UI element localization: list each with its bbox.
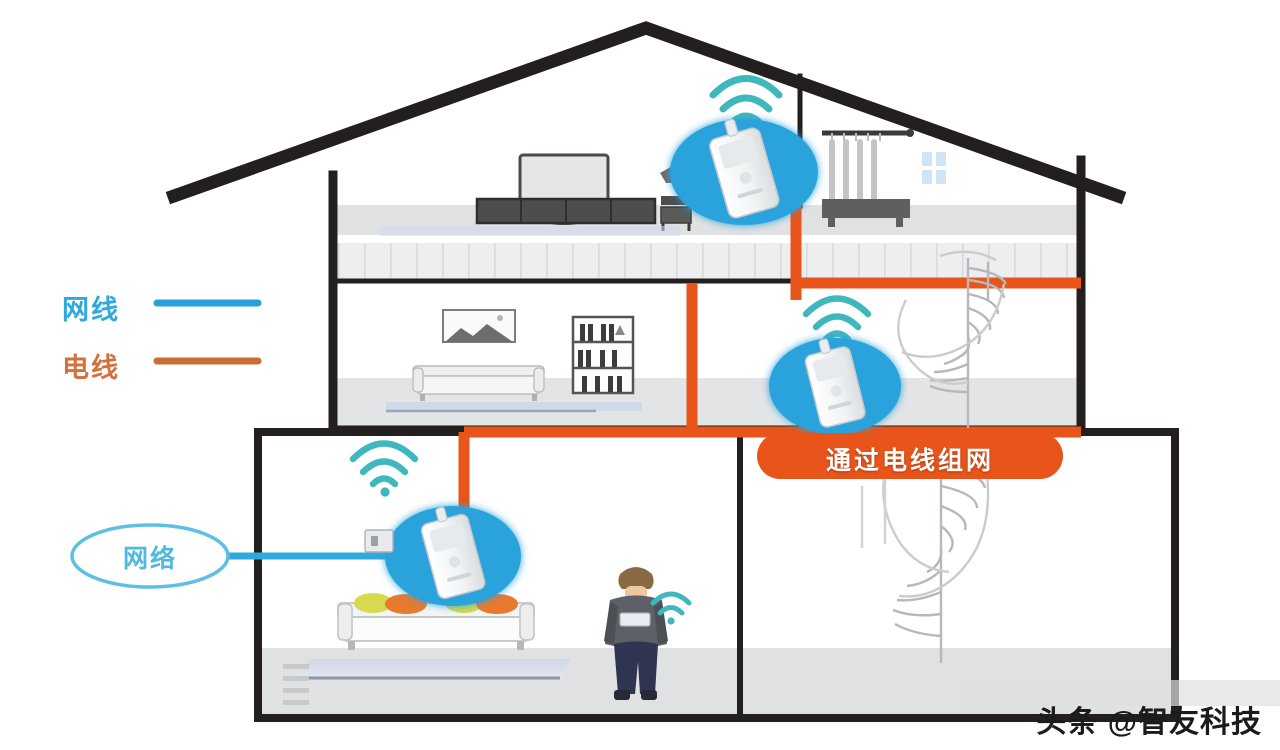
wifi-icon-ground bbox=[349, 440, 419, 497]
bookshelf bbox=[571, 315, 635, 395]
adapter-attic[interactable] bbox=[670, 75, 818, 226]
adapter-ground[interactable] bbox=[349, 440, 521, 607]
adapter-middle[interactable] bbox=[769, 295, 901, 435]
adapter-middle-device bbox=[804, 338, 866, 428]
watermark-text: 头条 @智友科技 bbox=[1036, 706, 1262, 739]
legend-network-label: 网线 bbox=[62, 295, 120, 325]
spiral-staircase-upper bbox=[897, 250, 1008, 428]
ground-sofa bbox=[337, 593, 535, 650]
floor-slabs bbox=[258, 205, 1176, 720]
attic-ceiling-hatch bbox=[334, 243, 1080, 281]
adapter-ground-device bbox=[420, 506, 486, 600]
adapter-attic-device bbox=[709, 118, 780, 219]
window bbox=[922, 152, 946, 184]
media-console bbox=[475, 197, 657, 225]
framed-picture bbox=[442, 309, 516, 343]
person-wifi-icon bbox=[650, 591, 692, 625]
legend-powerline-label: 电线 bbox=[62, 353, 120, 383]
legend bbox=[153, 299, 262, 365]
sofa bbox=[412, 365, 545, 401]
middle-floor-room bbox=[386, 309, 642, 413]
attic-rug bbox=[380, 226, 680, 236]
network-tag-label: 网络 bbox=[122, 545, 177, 573]
low-shelf bbox=[283, 664, 309, 705]
curtain-rod bbox=[822, 129, 914, 141]
powerline-pill-label: 通过电线组网 bbox=[825, 447, 994, 475]
watermark-backdrop bbox=[960, 680, 1280, 706]
roof-line bbox=[165, 21, 1127, 205]
powerline-pill-badge[interactable] bbox=[757, 433, 1063, 479]
wall-socket-ground bbox=[364, 529, 394, 553]
ground-floor-room bbox=[283, 567, 692, 705]
wifi-icon-middle bbox=[802, 295, 872, 352]
middle-rug bbox=[386, 402, 642, 411]
radiator bbox=[822, 139, 910, 227]
person-with-device bbox=[604, 567, 668, 700]
ground-rug bbox=[290, 659, 570, 678]
attic-room bbox=[380, 129, 946, 236]
network-tag-ellipse[interactable] bbox=[70, 523, 230, 589]
